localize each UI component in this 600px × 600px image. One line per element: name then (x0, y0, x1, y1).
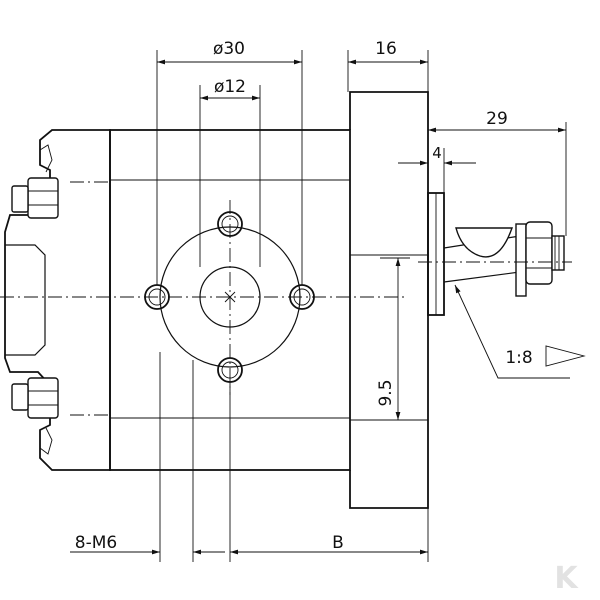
front-flange (349, 91, 429, 509)
label-taper: 1:8 (505, 348, 532, 368)
label-b: B (332, 533, 344, 553)
label-d30: ø30 (213, 39, 245, 59)
dimension-lines (70, 59, 586, 555)
extension-lines (156, 50, 567, 562)
brand-logo: K (554, 561, 579, 596)
label-8-m6: 8-M6 (75, 533, 117, 553)
rear-nuts (5, 144, 59, 455)
label-16: 16 (375, 39, 397, 59)
taper-leader (454, 284, 570, 379)
shaft-thread-end (551, 235, 565, 271)
hex-nut-bottom (11, 377, 59, 455)
shaft-key (455, 227, 513, 258)
drive-shaft (443, 221, 565, 297)
washer (515, 223, 527, 297)
label-29: 29 (486, 109, 508, 129)
rear-boss (5, 244, 46, 356)
label-d12: ø12 (214, 77, 246, 97)
dimension-labels: ø30 ø12 16 29 4 9.5 8-M6 B 1:8 (75, 39, 533, 553)
centre-lines (0, 181, 572, 416)
logo-letter: K (554, 561, 579, 596)
label-9-5: 9.5 (376, 379, 396, 406)
pump-body (4, 91, 445, 509)
label-4: 4 (432, 144, 442, 162)
shaft-nut (525, 221, 553, 285)
rear-cover (4, 129, 111, 471)
taper-symbol (545, 345, 586, 367)
hex-nut-top (11, 144, 59, 219)
